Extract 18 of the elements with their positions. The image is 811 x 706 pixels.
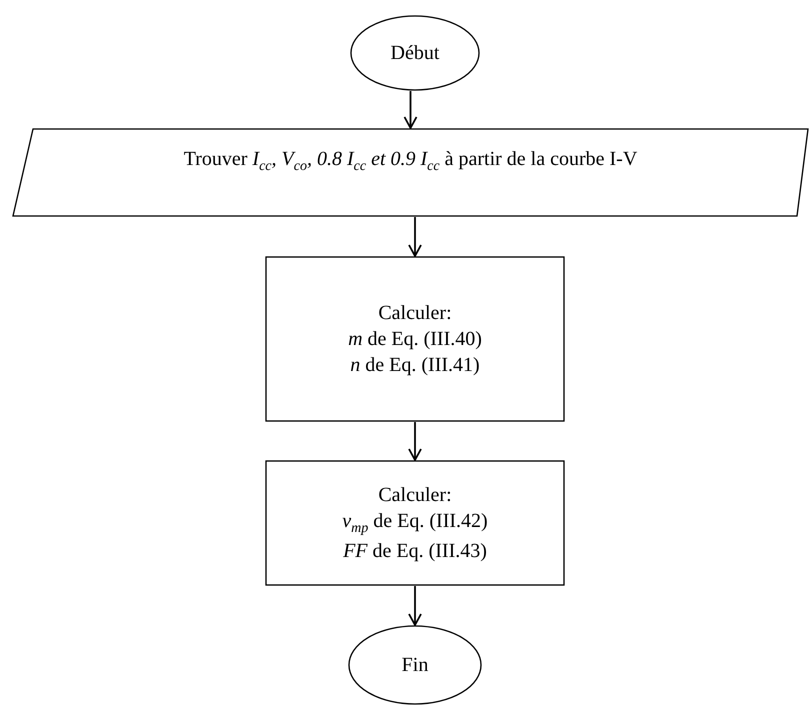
arrow [404, 91, 418, 129]
input-parallelogram [12, 128, 809, 217]
step-text: v$_{mp}$ de Eq. (III.42) [342, 508, 488, 538]
process-box [265, 460, 565, 586]
step-text: FF de Eq. (III.43) [343, 539, 487, 564]
step-text: Fin [402, 653, 428, 678]
arrow [408, 586, 422, 626]
step-text: n de Eq. (III.41) [350, 353, 480, 378]
terminal-ellipse [348, 625, 482, 705]
process-box [265, 256, 565, 422]
step-heading: Calculer: [378, 482, 452, 508]
step-text: Trouver I$_{cc}$, V$_{co}$, 0.8 I$_{cc}$ et 0.9 I$_{cc}$ à partir de la courbe I-V [184, 147, 638, 176]
arrow [408, 217, 422, 257]
step-text: m de Eq. (III.40) [348, 327, 482, 352]
step-heading: Calculer: [378, 301, 452, 326]
terminal-ellipse [350, 15, 480, 91]
arrow [408, 422, 422, 461]
step-text: Début [390, 41, 440, 66]
